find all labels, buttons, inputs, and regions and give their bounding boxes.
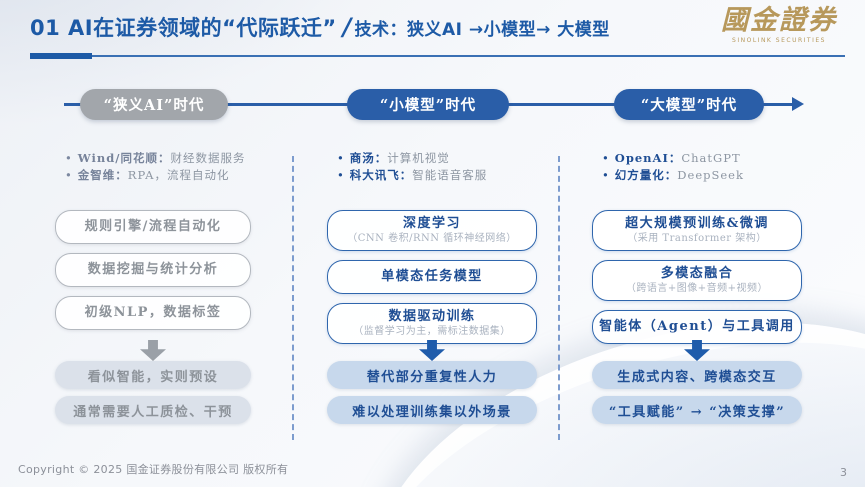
- bullet-label: Wind/同花顺：: [77, 151, 171, 165]
- bullet-item: • 幻方量化：DeepSeek: [602, 167, 802, 184]
- feature-note: （CNN 卷积/RNN 循环神经网络）: [347, 233, 517, 244]
- bullet-text: 计算机视觉: [387, 151, 450, 165]
- bullet-dot: •: [337, 168, 345, 182]
- result-box-list: 看似智能，实则预设 通常需要人工质检、干预: [55, 361, 251, 424]
- result-box-list: 替代部分重复性人力 难以处理训练集以外场景: [327, 361, 537, 424]
- era-pill-small-model: “小模型”时代: [347, 89, 509, 120]
- column-narrow-ai: • Wind/同花顺：财经数据服务 • 金智维：RPA，流程自动化 规则引擎/流程自…: [55, 148, 251, 448]
- bullet-dot: •: [602, 151, 610, 165]
- feature-title: 初级NLP，数据标签: [84, 305, 222, 320]
- feature-box: 多模态融合 （跨语言+图像+音频+视频）: [592, 260, 802, 301]
- title-subtitle: 技术：狭义AI →小模型→ 大模型: [354, 20, 610, 40]
- feature-title: 多模态融合: [660, 266, 734, 281]
- bullet-item: • OpenAI：ChatGPT: [602, 150, 802, 167]
- column-divider: [292, 156, 294, 440]
- column-large-model: • OpenAI：ChatGPT • 幻方量化：DeepSeek 超大规模预训练&微…: [592, 148, 802, 448]
- feature-title: 单模态任务模型: [381, 269, 483, 284]
- feature-box-list: 规则引擎/流程自动化 数据挖掘与统计分析 初级NLP，数据标签: [55, 210, 251, 330]
- feature-title: 数据挖掘与统计分析: [87, 262, 219, 277]
- feature-title: 深度学习: [402, 216, 461, 231]
- feature-title: 智能体（Agent）与工具调用: [599, 319, 795, 334]
- bullet-text: DeepSeek: [677, 168, 744, 182]
- feature-box: 数据挖掘与统计分析: [55, 253, 251, 287]
- result-box-list: 生成式内容、跨模态交互 “工具赋能” → “决策支撑”: [592, 361, 802, 424]
- bullet-dot: •: [337, 151, 345, 165]
- era-pill-narrow-ai: “狭义AI”时代: [80, 89, 228, 120]
- feature-box: 超大规模预训练&微调 （采用 Transformer 架构）: [592, 210, 802, 251]
- bullet-label: OpenAI：: [614, 151, 682, 165]
- bullet-label: 金智维：: [77, 168, 128, 182]
- bullet-text: 智能语音客服: [412, 168, 488, 182]
- column-small-model: • 商汤：计算机视觉 • 科大讯飞：智能语音客服 深度学习 （CNN 卷积/RNN 循…: [327, 148, 537, 448]
- bullet-dot: •: [65, 151, 73, 165]
- title-main: 01 AI在证券领域的“代际跃迁”: [30, 16, 337, 40]
- bullet-label: 幻方量化：: [614, 168, 678, 182]
- bullet-label: 商汤：: [349, 151, 388, 165]
- page-number: 3: [840, 466, 847, 479]
- feature-note: （采用 Transformer 架构）: [627, 233, 767, 244]
- result-box: 看似智能，实则预设: [55, 361, 251, 389]
- bullet-list: • Wind/同花顺：财经数据服务 • 金智维：RPA，流程自动化: [65, 150, 251, 184]
- bullet-text: ChatGPT: [681, 151, 741, 165]
- era-pill-large-model: “大模型”时代: [614, 89, 764, 120]
- column-divider: [558, 156, 560, 440]
- bullet-text: 财经数据服务: [170, 151, 246, 165]
- feature-title: 规则引擎/流程自动化: [84, 219, 222, 234]
- bullet-dot: •: [65, 168, 73, 182]
- page-title: 01 AI在证券领域的“代际跃迁” / 技术：狭义AI →小模型→ 大模型: [30, 12, 610, 42]
- result-box: 生成式内容、跨模态交互: [592, 361, 802, 389]
- title-slash: /: [342, 13, 352, 41]
- result-box: “工具赋能” → “决策支撑”: [592, 396, 802, 424]
- bullet-dot: •: [602, 168, 610, 182]
- feature-box: 规则引擎/流程自动化: [55, 210, 251, 244]
- feature-box: 单模态任务模型: [327, 260, 537, 294]
- copyright-text: Copyright © 2025 国金证券股份有限公司 版权所有: [18, 463, 289, 476]
- down-arrow-icon: [140, 340, 166, 361]
- feature-box: 初级NLP，数据标签: [55, 296, 251, 330]
- bullet-label: 科大讯飞：: [349, 168, 413, 182]
- result-box: 难以处理训练集以外场景: [327, 396, 537, 424]
- title-divider-line: [30, 55, 845, 57]
- logo-subtext: SINOLINK SECURITIES: [732, 36, 826, 44]
- feature-note: （监督学习为主，需标注数据集）: [353, 326, 511, 337]
- feature-box: 数据驱动训练 （监督学习为主，需标注数据集）: [327, 303, 537, 344]
- result-box: 通常需要人工质检、干预: [55, 396, 251, 424]
- bullet-list: • 商汤：计算机视觉 • 科大讯飞：智能语音客服: [337, 150, 537, 184]
- feature-title: 数据驱动训练: [388, 309, 476, 324]
- feature-box: 深度学习 （CNN 卷积/RNN 循环神经网络）: [327, 210, 537, 251]
- timeline-arrowhead-icon: [792, 97, 804, 111]
- title-divider-accent: [30, 53, 92, 59]
- bullet-item: • 商汤：计算机视觉: [337, 150, 537, 167]
- bullet-item: • 金智维：RPA，流程自动化: [65, 167, 251, 184]
- feature-box-list: 超大规模预训练&微调 （采用 Transformer 架构） 多模态融合 （跨语言+…: [592, 210, 802, 344]
- feature-title: 超大规模预训练&微调: [625, 216, 769, 231]
- feature-box-list: 深度学习 （CNN 卷积/RNN 循环神经网络） 单模态任务模型 数据驱动训练 （监…: [327, 210, 537, 344]
- bullet-item: • 科大讯飞：智能语音客服: [337, 167, 537, 184]
- result-box: 替代部分重复性人力: [327, 361, 537, 389]
- feature-box: 智能体（Agent）与工具调用: [592, 310, 802, 344]
- bullet-list: • OpenAI：ChatGPT • 幻方量化：DeepSeek: [602, 150, 802, 184]
- bullet-text: RPA，流程自动化: [127, 168, 230, 182]
- feature-note: （跨语言+图像+音频+视频）: [625, 283, 769, 294]
- logo-wordmark: 國金證券: [721, 5, 837, 36]
- bullet-item: • Wind/同花顺：财经数据服务: [65, 150, 251, 167]
- company-logo: 國金證券 SINOLINK SECURITIES: [721, 6, 837, 44]
